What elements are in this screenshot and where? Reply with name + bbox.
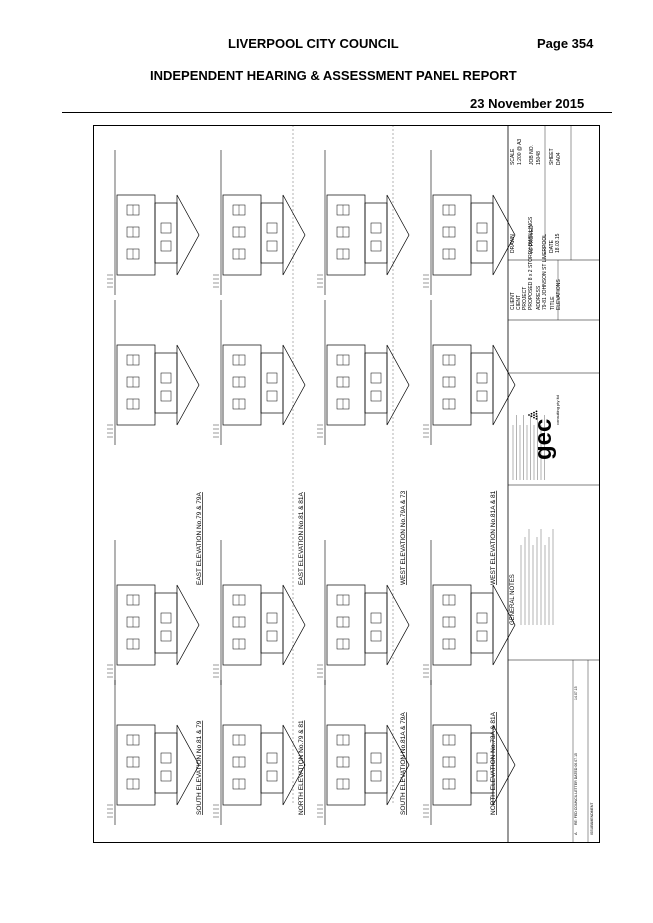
house-elevation-16 xyxy=(423,680,516,825)
house-elevation-10 xyxy=(317,300,410,445)
address-value: 79-81 JOHNSON ST LIVERPOOL xyxy=(542,234,548,310)
elevation-label-8: WEST ELEVATION No.81A & 81 xyxy=(490,490,497,585)
job-value: 15048 xyxy=(536,151,542,165)
amendment-label: AMENDMENT xyxy=(590,802,594,825)
elevation-label-7: NORTH ELEVATION No.73A & 81A xyxy=(490,711,497,815)
title-value: ELEVATIONS xyxy=(556,279,562,310)
report-date: 23 November 2015 xyxy=(470,96,585,111)
date-value: 18.03.15 xyxy=(555,233,561,253)
report-title: INDEPENDENT HEARING & ASSESSMENT PANEL R… xyxy=(150,68,517,83)
house-elevation-6 xyxy=(213,300,306,445)
house-elevation-9 xyxy=(317,150,410,295)
client-value: CIENT xyxy=(516,295,522,310)
title-label: TITLE xyxy=(550,296,556,310)
elevation-label-1: SOUTH ELEVATION No.81 & 79 xyxy=(196,720,203,815)
house-elevation-11 xyxy=(317,540,410,685)
approved-label: APPROVED xyxy=(529,225,535,253)
house-elevation-3 xyxy=(107,540,200,685)
architectural-drawing: SOUTH ELEVATION No.81 & 79 EAST ELEVATION… xyxy=(93,125,600,843)
house-elevation-5 xyxy=(213,150,306,295)
issue-label: ISSUE xyxy=(590,824,594,835)
client-label: CLIENT xyxy=(510,292,516,310)
scale-value: 1:200 @ A3 xyxy=(517,139,523,165)
drawn-label: DRAWN xyxy=(510,234,516,253)
house-elevation-8 xyxy=(213,680,306,825)
elevation-label-3: NORTH ELEVATION No.79 & 81 xyxy=(298,720,305,815)
project-label: PROJECT xyxy=(522,287,528,310)
revision-note: RE: FED COUNCIL LETTER DATED 06.07.15 xyxy=(574,753,578,825)
consultant-name: consulting pty ltd xyxy=(555,395,560,425)
page-number: Page 354 xyxy=(537,36,594,51)
house-elevation-7 xyxy=(213,540,306,685)
elevation-label-4: EAST ELEVATION No.81 & 81A xyxy=(298,491,305,585)
sheet-value: DA04 xyxy=(556,152,562,165)
general-notes-title: GENERAL NOTES xyxy=(510,574,516,625)
scale-label: SCALE xyxy=(510,148,516,165)
house-elevation-15 xyxy=(423,540,516,685)
revision-letter: A xyxy=(573,832,578,835)
elevation-label-2: EAST ELEVATION No.79 & 79A xyxy=(196,491,203,585)
revision-date: 14.07.15 xyxy=(574,686,578,700)
elevation-label-6: WEST ELEVATION No.79A & 73 xyxy=(400,490,407,585)
house-elevation-1 xyxy=(107,150,200,295)
house-elevation-12 xyxy=(317,680,410,825)
job-label: JOB NO. xyxy=(529,145,535,165)
council-name: LIVERPOOL CITY COUNCIL xyxy=(228,36,399,51)
elevation-label-5: SOUTH ELEVATION No.81A & 79A xyxy=(400,712,407,815)
address-label: ADDRESS xyxy=(536,285,542,310)
header-rule xyxy=(62,112,612,113)
house-elevation-4 xyxy=(107,680,200,825)
logo-emblem xyxy=(528,410,538,420)
house-elevation-2 xyxy=(107,300,200,445)
project-value: PROPOSED 8 x 2 STOREY DWELLINGS xyxy=(528,216,534,310)
house-elevation-13 xyxy=(423,150,516,295)
date-label: DATE xyxy=(549,239,555,253)
sheet-label: SHEET xyxy=(549,148,555,165)
gec-logo: gec xyxy=(530,419,557,460)
house-elevation-14 xyxy=(423,300,516,445)
